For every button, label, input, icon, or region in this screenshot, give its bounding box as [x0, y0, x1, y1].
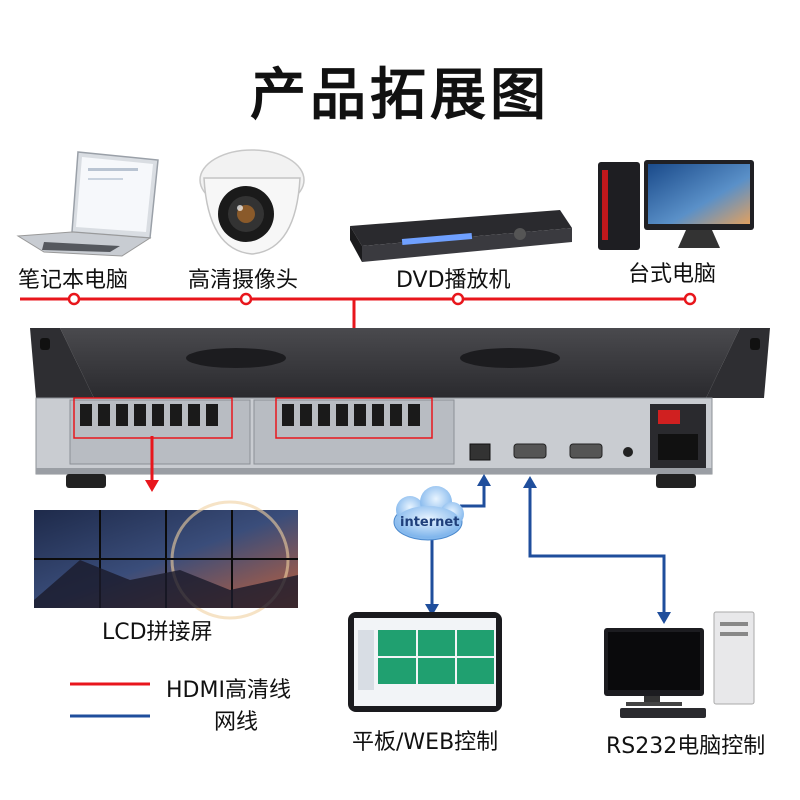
lcd-video-wall-icon: [34, 500, 298, 620]
output-label-tablet: 平板/WEB控制: [352, 730, 499, 755]
input-label-laptop: 笔记本电脑: [18, 268, 129, 293]
arrow-down-icon: [145, 480, 159, 492]
internet-cloud-icon: [393, 486, 464, 541]
bus-node: [67, 292, 81, 306]
matrix-device: [30, 328, 770, 488]
arrow-down-icon: [657, 612, 671, 624]
bus-node: [239, 292, 253, 306]
output-label-pc: RS232电脑控制: [606, 734, 766, 759]
rs232-line: [528, 486, 666, 616]
dvd-player-icon: [350, 210, 572, 262]
dome-camera-icon: [199, 149, 305, 255]
arrow-up-icon: [523, 476, 537, 488]
laptop-icon: [16, 151, 159, 257]
bus-node: [451, 292, 465, 306]
cloud-label: internet: [400, 515, 460, 530]
bus-node: [683, 292, 697, 306]
arrow-up-icon: [477, 474, 491, 486]
network-line: [460, 484, 486, 508]
legend-label-hdmi: HDMI高清线: [166, 678, 291, 703]
rs232-pc-icon: [604, 611, 755, 718]
legend-label-network: 网线: [214, 710, 259, 735]
arrow-down-icon: [425, 604, 439, 616]
input-label-desktop: 台式电脑: [628, 262, 717, 287]
tablet-icon: [348, 612, 502, 712]
input-label-dvd: DVD播放机: [396, 268, 511, 293]
page-title: 产品拓展图: [250, 63, 550, 128]
output-label-video-wall: LCD拼接屏: [102, 620, 213, 645]
desktop-pc-icon: [598, 160, 754, 250]
input-label-camera: 高清摄像头: [188, 268, 299, 293]
